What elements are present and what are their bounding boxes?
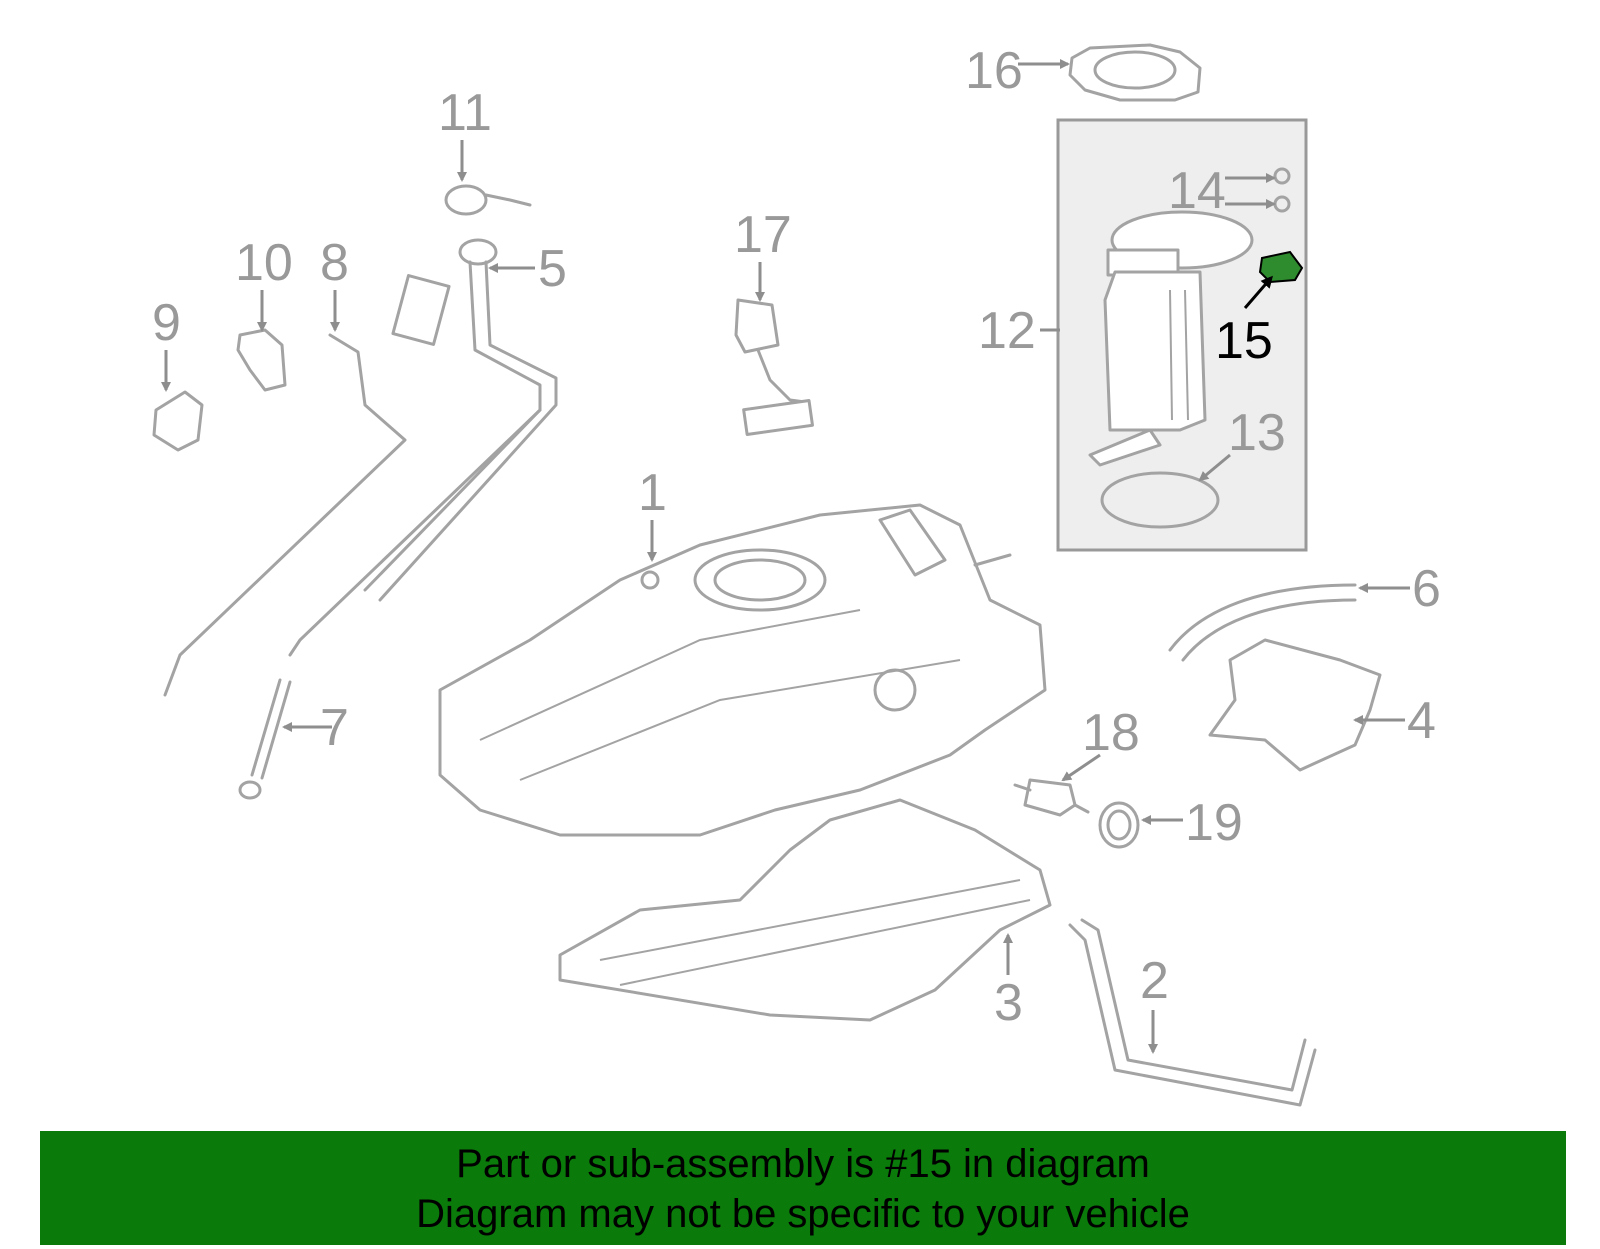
part-9-valve — [152, 390, 204, 452]
callout-3: 3 — [994, 974, 1023, 1032]
part-3-tank-shield — [558, 798, 1052, 1022]
callout-2: 2 — [1140, 952, 1169, 1010]
part-13-seal — [1100, 471, 1220, 529]
exploded-parts-diagram: 16 11 5 10 8 9 17 12 14 15 13 1 6 4 7 18… — [152, 42, 1441, 1107]
callout-8: 8 — [320, 234, 349, 292]
part-12-fuel-pump-module — [1088, 210, 1254, 467]
callout-12: 12 — [978, 302, 1036, 360]
part-2-tank-strap — [1068, 918, 1317, 1107]
callout-19: 19 — [1185, 794, 1243, 852]
callout-16: 16 — [965, 42, 1023, 100]
banner-line-2: Diagram may not be specific to your vehi… — [416, 1192, 1190, 1236]
part-15-highlighted-component — [1258, 250, 1304, 284]
part-8-vent-tube — [163, 333, 407, 697]
part-1-fuel-tank — [438, 503, 1047, 837]
callout-11: 11 — [438, 84, 492, 142]
part-16-lock-ring — [1068, 43, 1202, 102]
part-10-bracket — [236, 328, 287, 392]
part-5-filler-pipe — [288, 238, 558, 657]
info-banner: Part or sub-assembly is #15 in diagram D… — [40, 1131, 1566, 1245]
callout-5: 5 — [538, 240, 567, 298]
banner-line-1: Part or sub-assembly is #15 in diagram — [456, 1142, 1150, 1186]
callout-13: 13 — [1228, 404, 1286, 462]
callout-labels: 16 11 5 10 8 9 17 12 14 15 13 1 6 4 7 18… — [152, 42, 1441, 1032]
callout-4: 4 — [1407, 692, 1436, 750]
callout-1: 1 — [638, 464, 667, 522]
callout-9: 9 — [152, 294, 181, 352]
part-7-rod — [238, 678, 292, 800]
callout-18: 18 — [1082, 704, 1140, 762]
callout-7: 7 — [320, 699, 349, 757]
callout-10: 10 — [235, 234, 293, 292]
part-17-fuel-level-sender — [734, 298, 814, 436]
part-4-heat-shield — [1208, 638, 1382, 772]
callout-17: 17 — [734, 206, 792, 264]
part-19-o-ring — [1098, 801, 1140, 849]
callout-15: 15 — [1215, 312, 1273, 370]
part-18-fuel-filter — [1013, 778, 1090, 817]
callout-6: 6 — [1412, 560, 1441, 618]
leader-lines — [161, 59, 1410, 1054]
part-11-fuel-cap — [444, 184, 532, 216]
part-6-hose — [1168, 583, 1357, 662]
callout-14: 14 — [1168, 162, 1226, 220]
